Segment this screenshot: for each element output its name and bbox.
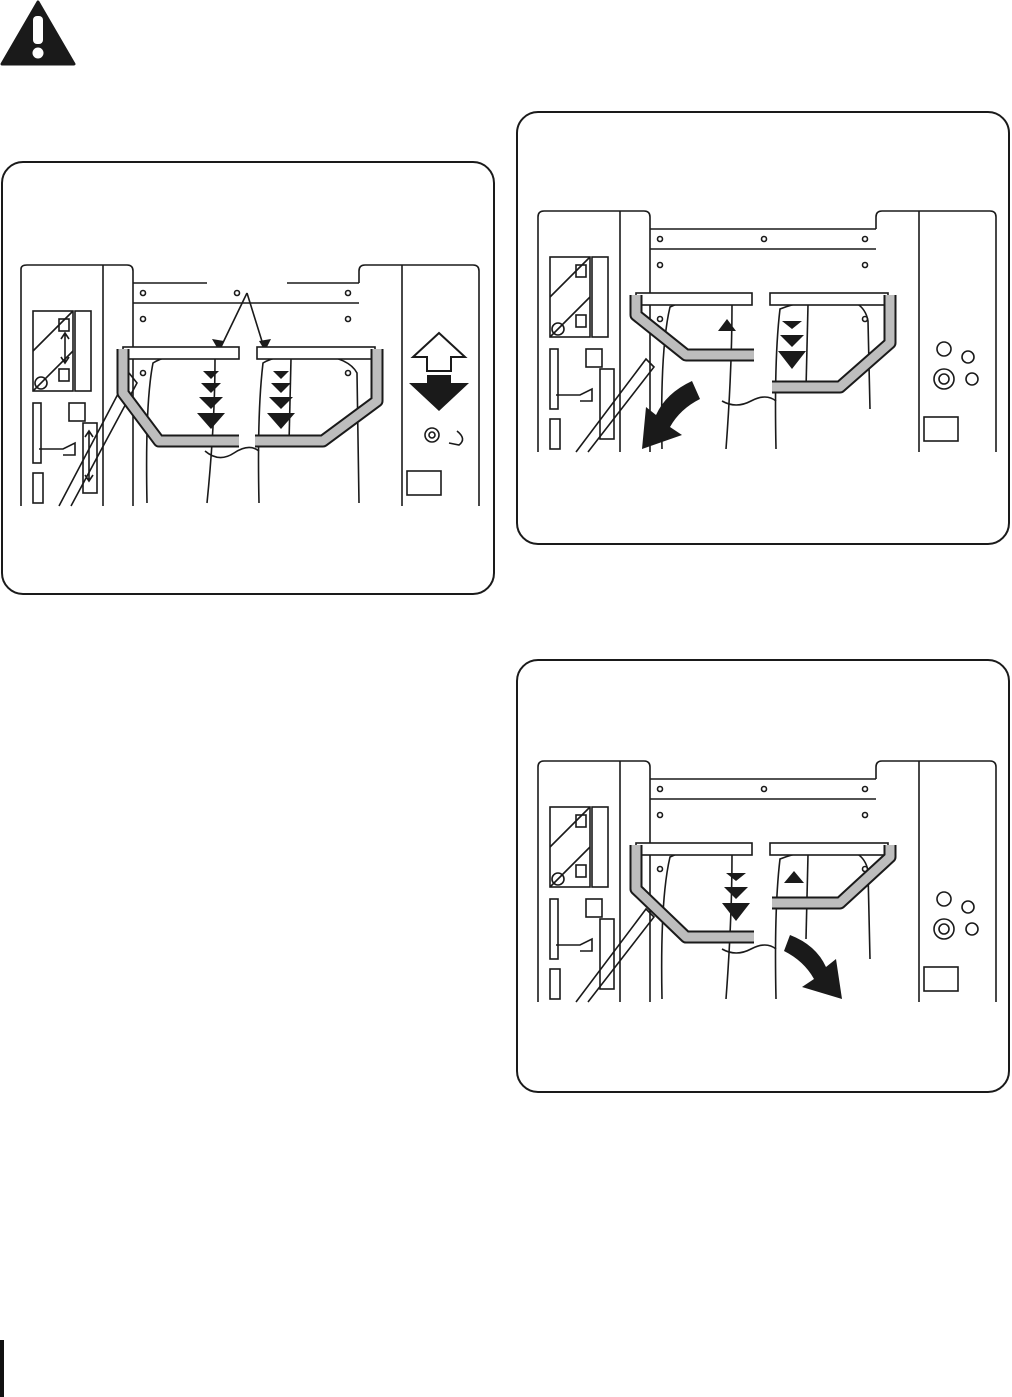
up-arrow-icon	[784, 871, 804, 883]
tractor-controls-illustration	[536, 209, 998, 454]
double-arrow-forward-icon	[778, 321, 806, 369]
warning-triangle-icon	[0, 0, 76, 66]
up-down-arrow-icon	[409, 333, 469, 411]
tractor-controls-illustration	[19, 263, 483, 508]
double-arrow-forward-icon	[722, 873, 750, 921]
double-arrow-forward-icon	[197, 371, 225, 429]
tractor-controls-illustration	[536, 759, 998, 1004]
curved-arrow-right-icon	[784, 935, 842, 999]
page-edge-rule	[0, 1340, 4, 1397]
up-arrow-icon	[718, 319, 736, 331]
figure-turn-left	[516, 111, 1010, 545]
figure-forward	[1, 161, 495, 595]
figure-turn-right	[516, 659, 1010, 1093]
